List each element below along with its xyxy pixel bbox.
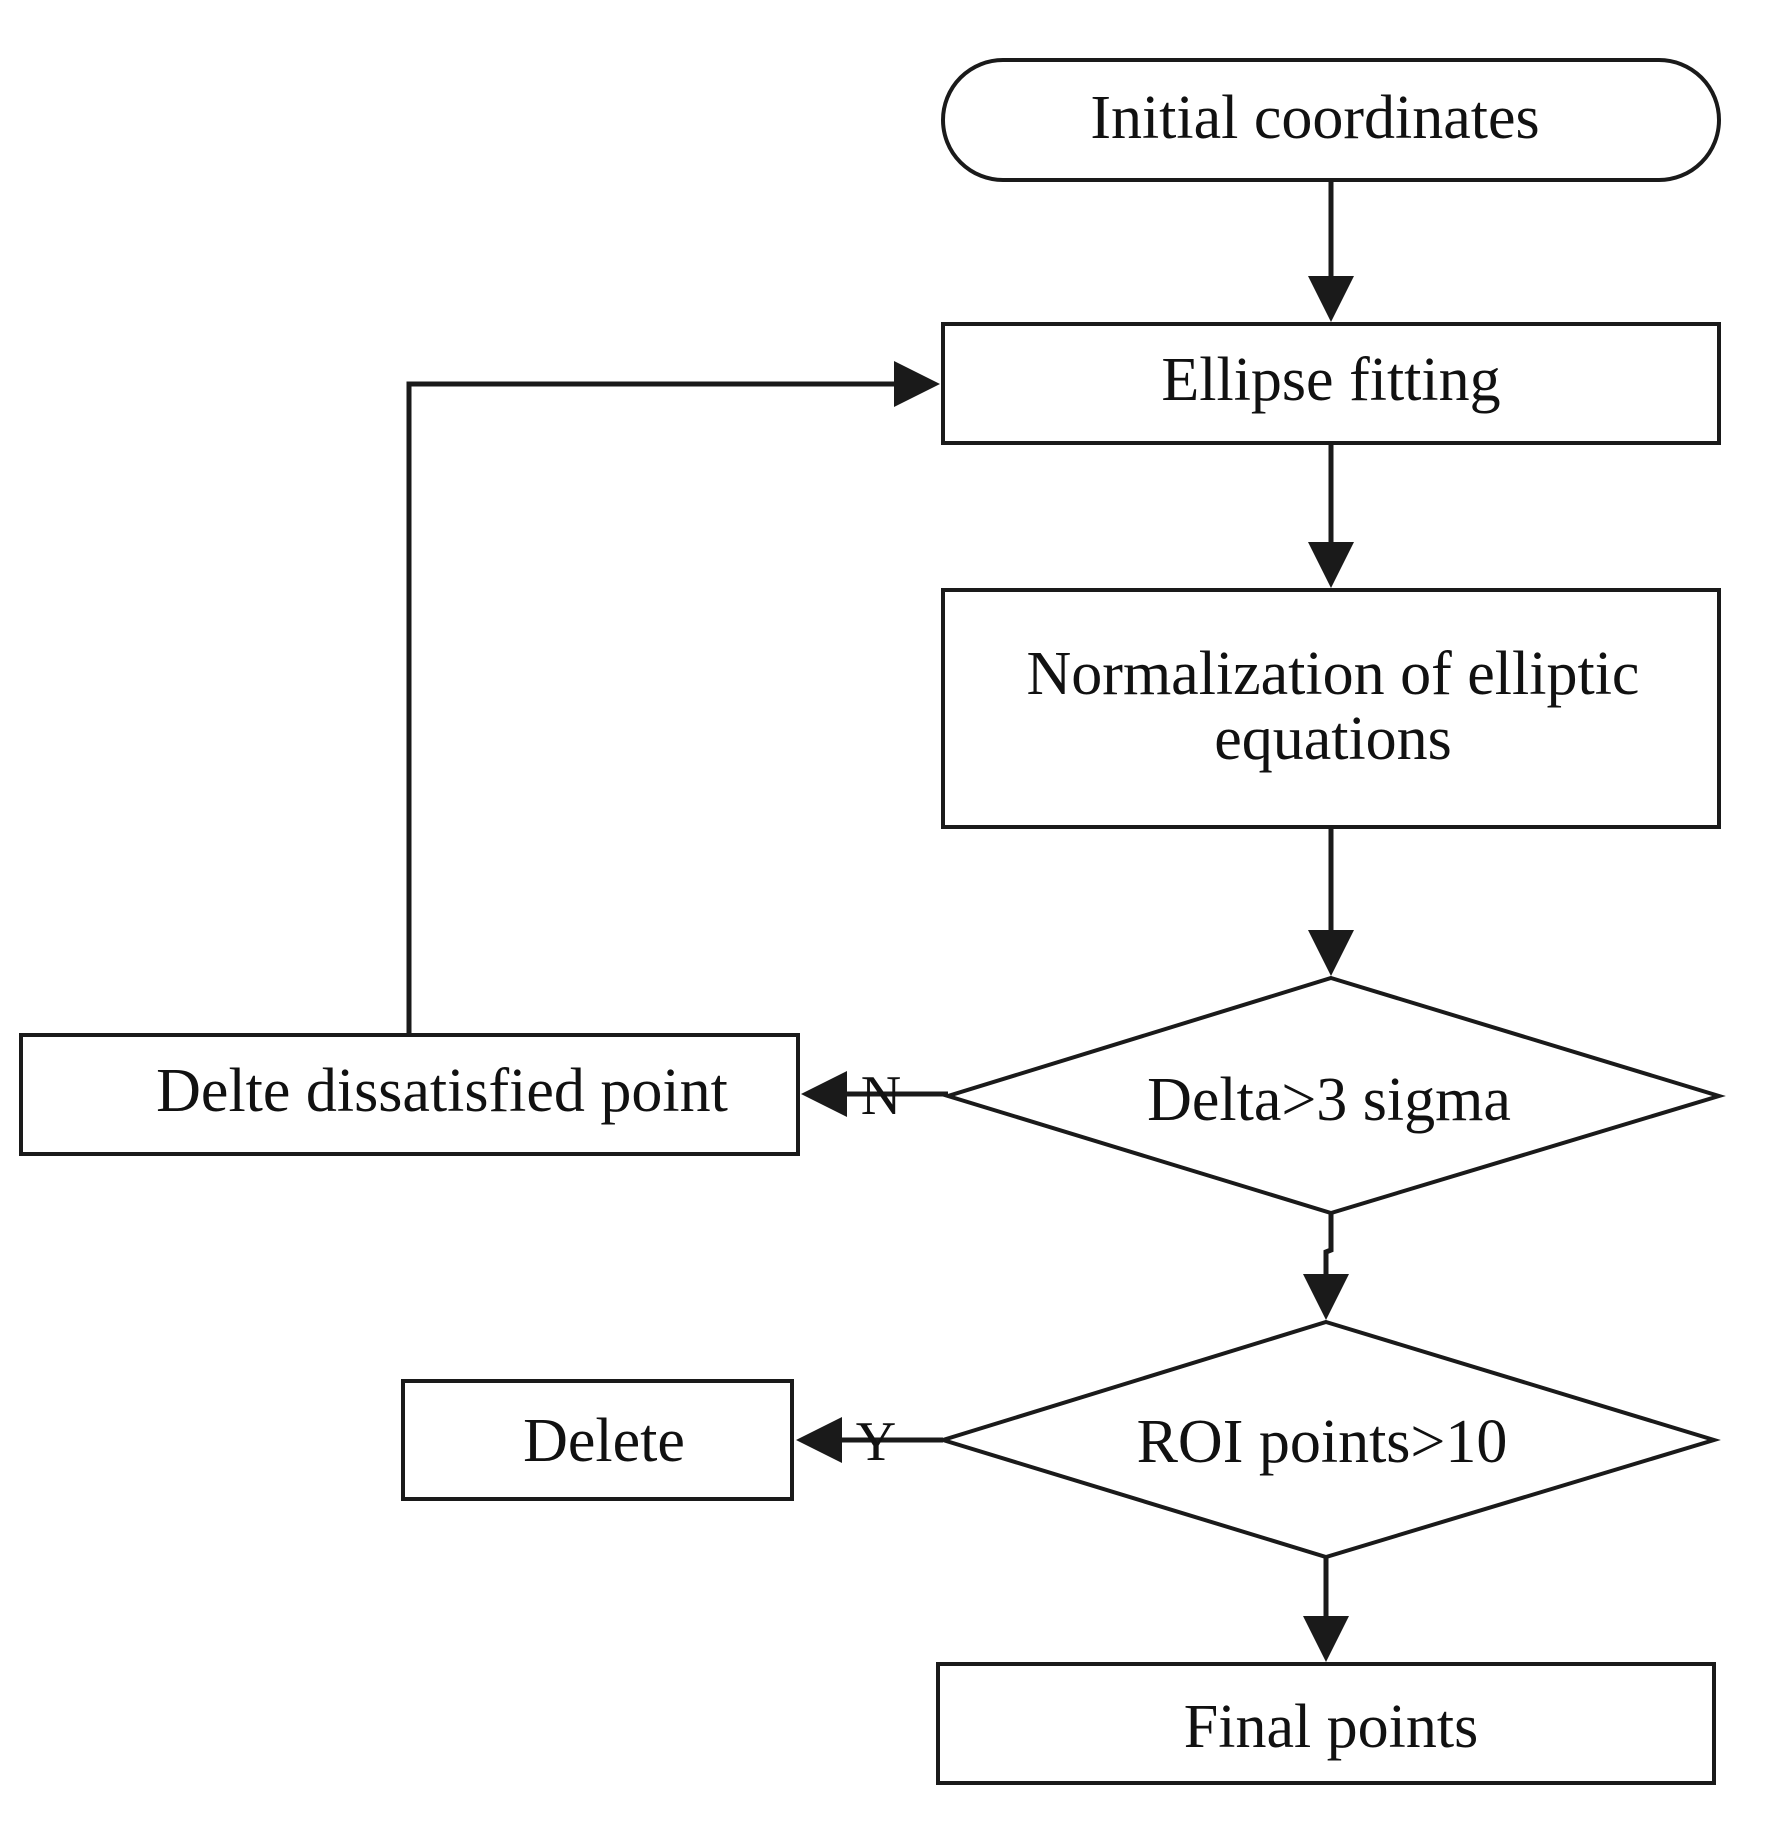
normalization-label-line1: Normalization of elliptic [1027,640,1640,708]
start-terminal-label: Initial coordinates [1090,84,1539,152]
branch-label-no: N [861,1065,901,1127]
ellipse-fitting-box: Ellipse fitting [941,322,1721,445]
connector-loop-back [406,381,900,1033]
arrowhead-down-icon [1303,1274,1349,1320]
arrowhead-right-icon [894,361,940,407]
normalization-label-line2: equations [1214,705,1452,773]
connector-delta-to-roi [1323,1213,1334,1280]
decision-delta-diamond: Delta>3 sigma [941,975,1726,1216]
ellipse-fitting-label: Ellipse fitting [1161,346,1500,414]
arrowhead-down-icon [1308,930,1354,976]
arrowhead-left-icon [796,1417,842,1463]
decision-roi-diamond: ROI points>10 [936,1319,1721,1560]
delete-box: Delete [401,1379,794,1501]
branch-label-yes: Y [856,1411,896,1473]
final-points-box: Final points [936,1662,1716,1785]
normalization-box: Normalization of elliptic equations [941,588,1721,829]
delete-dissatisfied-label: Delte dissatisfied point [156,1057,728,1125]
final-points-label: Final points [1184,1693,1479,1761]
decision-delta-label: Delta>3 sigma [1147,1066,1511,1134]
decision-roi-label: ROI points>10 [1137,1408,1508,1476]
arrowhead-down-icon [1303,1616,1349,1662]
arrowhead-down-icon [1308,542,1354,588]
arrowhead-down-icon [1308,276,1354,322]
arrowhead-left-icon [801,1071,847,1117]
start-terminal: Initial coordinates [941,58,1721,182]
delete-label: Delete [523,1407,685,1475]
delete-dissatisfied-box: Delte dissatisfied point [19,1033,800,1156]
